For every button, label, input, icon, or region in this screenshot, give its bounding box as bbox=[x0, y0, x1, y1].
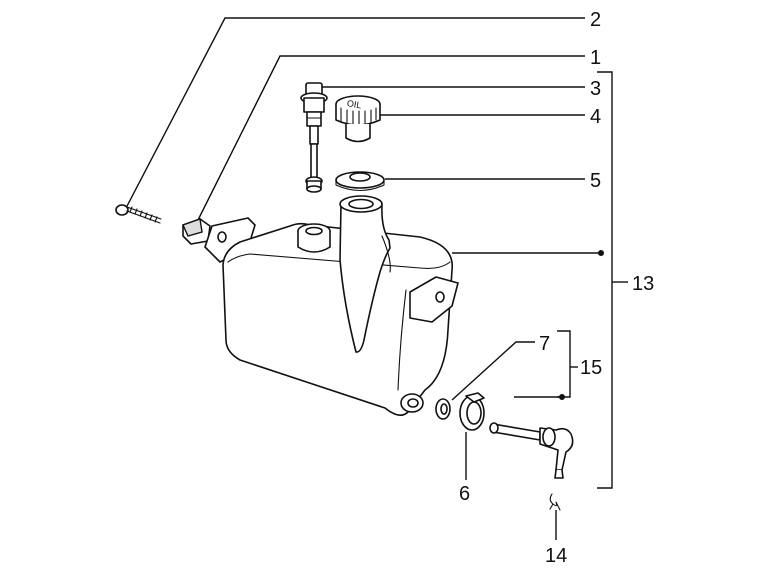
screw-part bbox=[115, 204, 162, 224]
leader-lines bbox=[124, 17, 628, 540]
callout-7: 7 bbox=[539, 333, 550, 355]
callout-14: 14 bbox=[545, 545, 567, 567]
bracket-13 bbox=[597, 71, 613, 489]
leader-2 bbox=[124, 17, 585, 211]
cap-marking: OIL bbox=[346, 98, 362, 110]
level-sender-part bbox=[300, 82, 328, 193]
bracket-15 bbox=[557, 330, 571, 398]
callout-15: 15 bbox=[580, 357, 602, 379]
leader-1 bbox=[192, 55, 585, 231]
rubber-pad-part bbox=[182, 218, 211, 245]
callout-5: 5 bbox=[590, 170, 601, 192]
oil-tank-part bbox=[204, 195, 459, 416]
callout-4: 4 bbox=[590, 106, 601, 128]
outlet-pipe-part bbox=[489, 422, 574, 479]
callout-6: 6 bbox=[459, 483, 470, 505]
callout-labels: 2 1 3 4 5 13 7 15 6 14 bbox=[459, 9, 654, 567]
o-ring-part bbox=[435, 398, 451, 420]
callout-13: 13 bbox=[632, 273, 654, 295]
leader-7 bbox=[451, 341, 535, 401]
cap-seal-part bbox=[335, 171, 385, 192]
callout-1: 1 bbox=[590, 47, 601, 69]
callout-2: 2 bbox=[590, 9, 601, 31]
callout-3: 3 bbox=[590, 78, 601, 100]
leader-tank-dot bbox=[598, 250, 604, 256]
small-clip-part bbox=[549, 493, 561, 511]
leader-15-dot bbox=[559, 394, 565, 400]
filler-cap-part: OIL bbox=[335, 95, 381, 143]
hose-clamp-part bbox=[459, 392, 485, 431]
